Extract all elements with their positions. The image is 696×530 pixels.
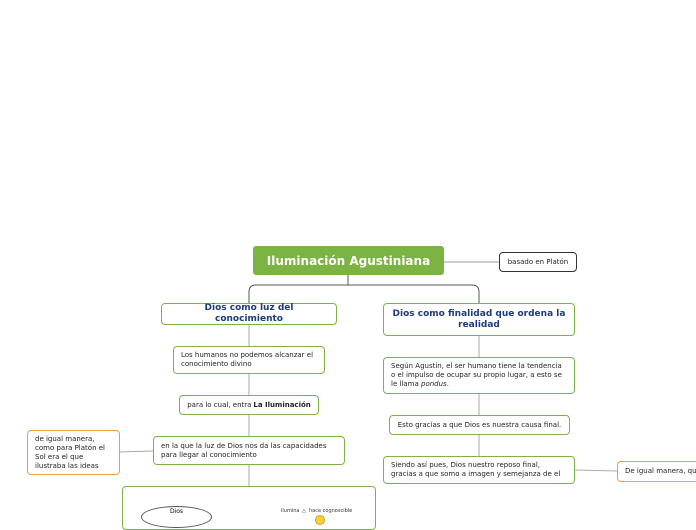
note-igual-manera-right-text: De igual manera, qu xyxy=(625,467,696,475)
branch-dios-luz[interactable]: Dios como luz del conocimiento xyxy=(161,303,337,325)
side-note-text: basado en Platón xyxy=(507,257,569,266)
node-humanos-text: Los humanos no podemos alcanzar el conoc… xyxy=(181,351,314,368)
dios-ellipse-label: Dios xyxy=(169,508,184,515)
triangle-icon: △ xyxy=(302,508,306,514)
node-humanos-no-alcanzan[interactable]: Los humanos no podemos alcanzar el conoc… xyxy=(173,346,325,374)
side-note-platon[interactable]: basado en Platón xyxy=(499,252,577,272)
node-reposo-final-text: Siendo así pues, Dios nuestro reposo fin… xyxy=(391,461,561,478)
caption-ilumina: ilumina xyxy=(281,508,300,514)
node-segun-agustin-text: Según Agustín, el ser humano tiene la te… xyxy=(391,362,562,388)
caption-hace-cognoscible: hace cognoscible xyxy=(309,508,353,514)
node-luz-de-dios[interactable]: en la que la luz de Dios nos da las capa… xyxy=(153,436,345,465)
sun-icon xyxy=(315,515,325,525)
node-segun-agustin-end: . xyxy=(446,380,449,388)
dios-ellipse: Dios xyxy=(141,506,212,528)
note-igual-platon[interactable]: de igual manera, como para Platón el Sol… xyxy=(27,430,120,475)
root-title: Iluminación Agustiniana xyxy=(266,253,431,268)
node-pondus-italic: pondus xyxy=(421,380,447,388)
note-igual-platon-text: de igual manera, como para Platón el Sol… xyxy=(35,434,105,470)
root-node[interactable]: Iluminación Agustiniana xyxy=(253,246,444,275)
branch-dios-finalidad[interactable]: Dios como finalidad que ordena la realid… xyxy=(383,303,575,336)
node-causa-final-text: Esto gracias a que Dios es nuestra causa… xyxy=(397,420,562,429)
node-segun-agustin[interactable]: Según Agustín, el ser humano tiene la te… xyxy=(383,357,575,394)
node-iluminacion-prefix: para lo cual, entra xyxy=(187,400,252,409)
branch-dios-finalidad-title: Dios como finalidad que ordena la realid… xyxy=(392,308,566,330)
note-igual-manera-right[interactable]: De igual manera, qu xyxy=(617,461,696,482)
node-reposo-final[interactable]: Siendo así pues, Dios nuestro reposo fin… xyxy=(383,456,575,484)
node-segun-agustin-wrap: Según Agustín, el ser humano tiene la te… xyxy=(391,362,567,389)
node-la-iluminacion[interactable]: para lo cual, entra La Iluminación xyxy=(179,395,319,415)
node-luz-text: en la que la luz de Dios nos da las capa… xyxy=(161,441,327,459)
node-causa-final[interactable]: Esto gracias a que Dios es nuestra causa… xyxy=(389,415,570,435)
branch-dios-luz-title: Dios como luz del conocimiento xyxy=(204,303,294,324)
node-iluminacion-bold: La Iluminación xyxy=(253,400,311,409)
